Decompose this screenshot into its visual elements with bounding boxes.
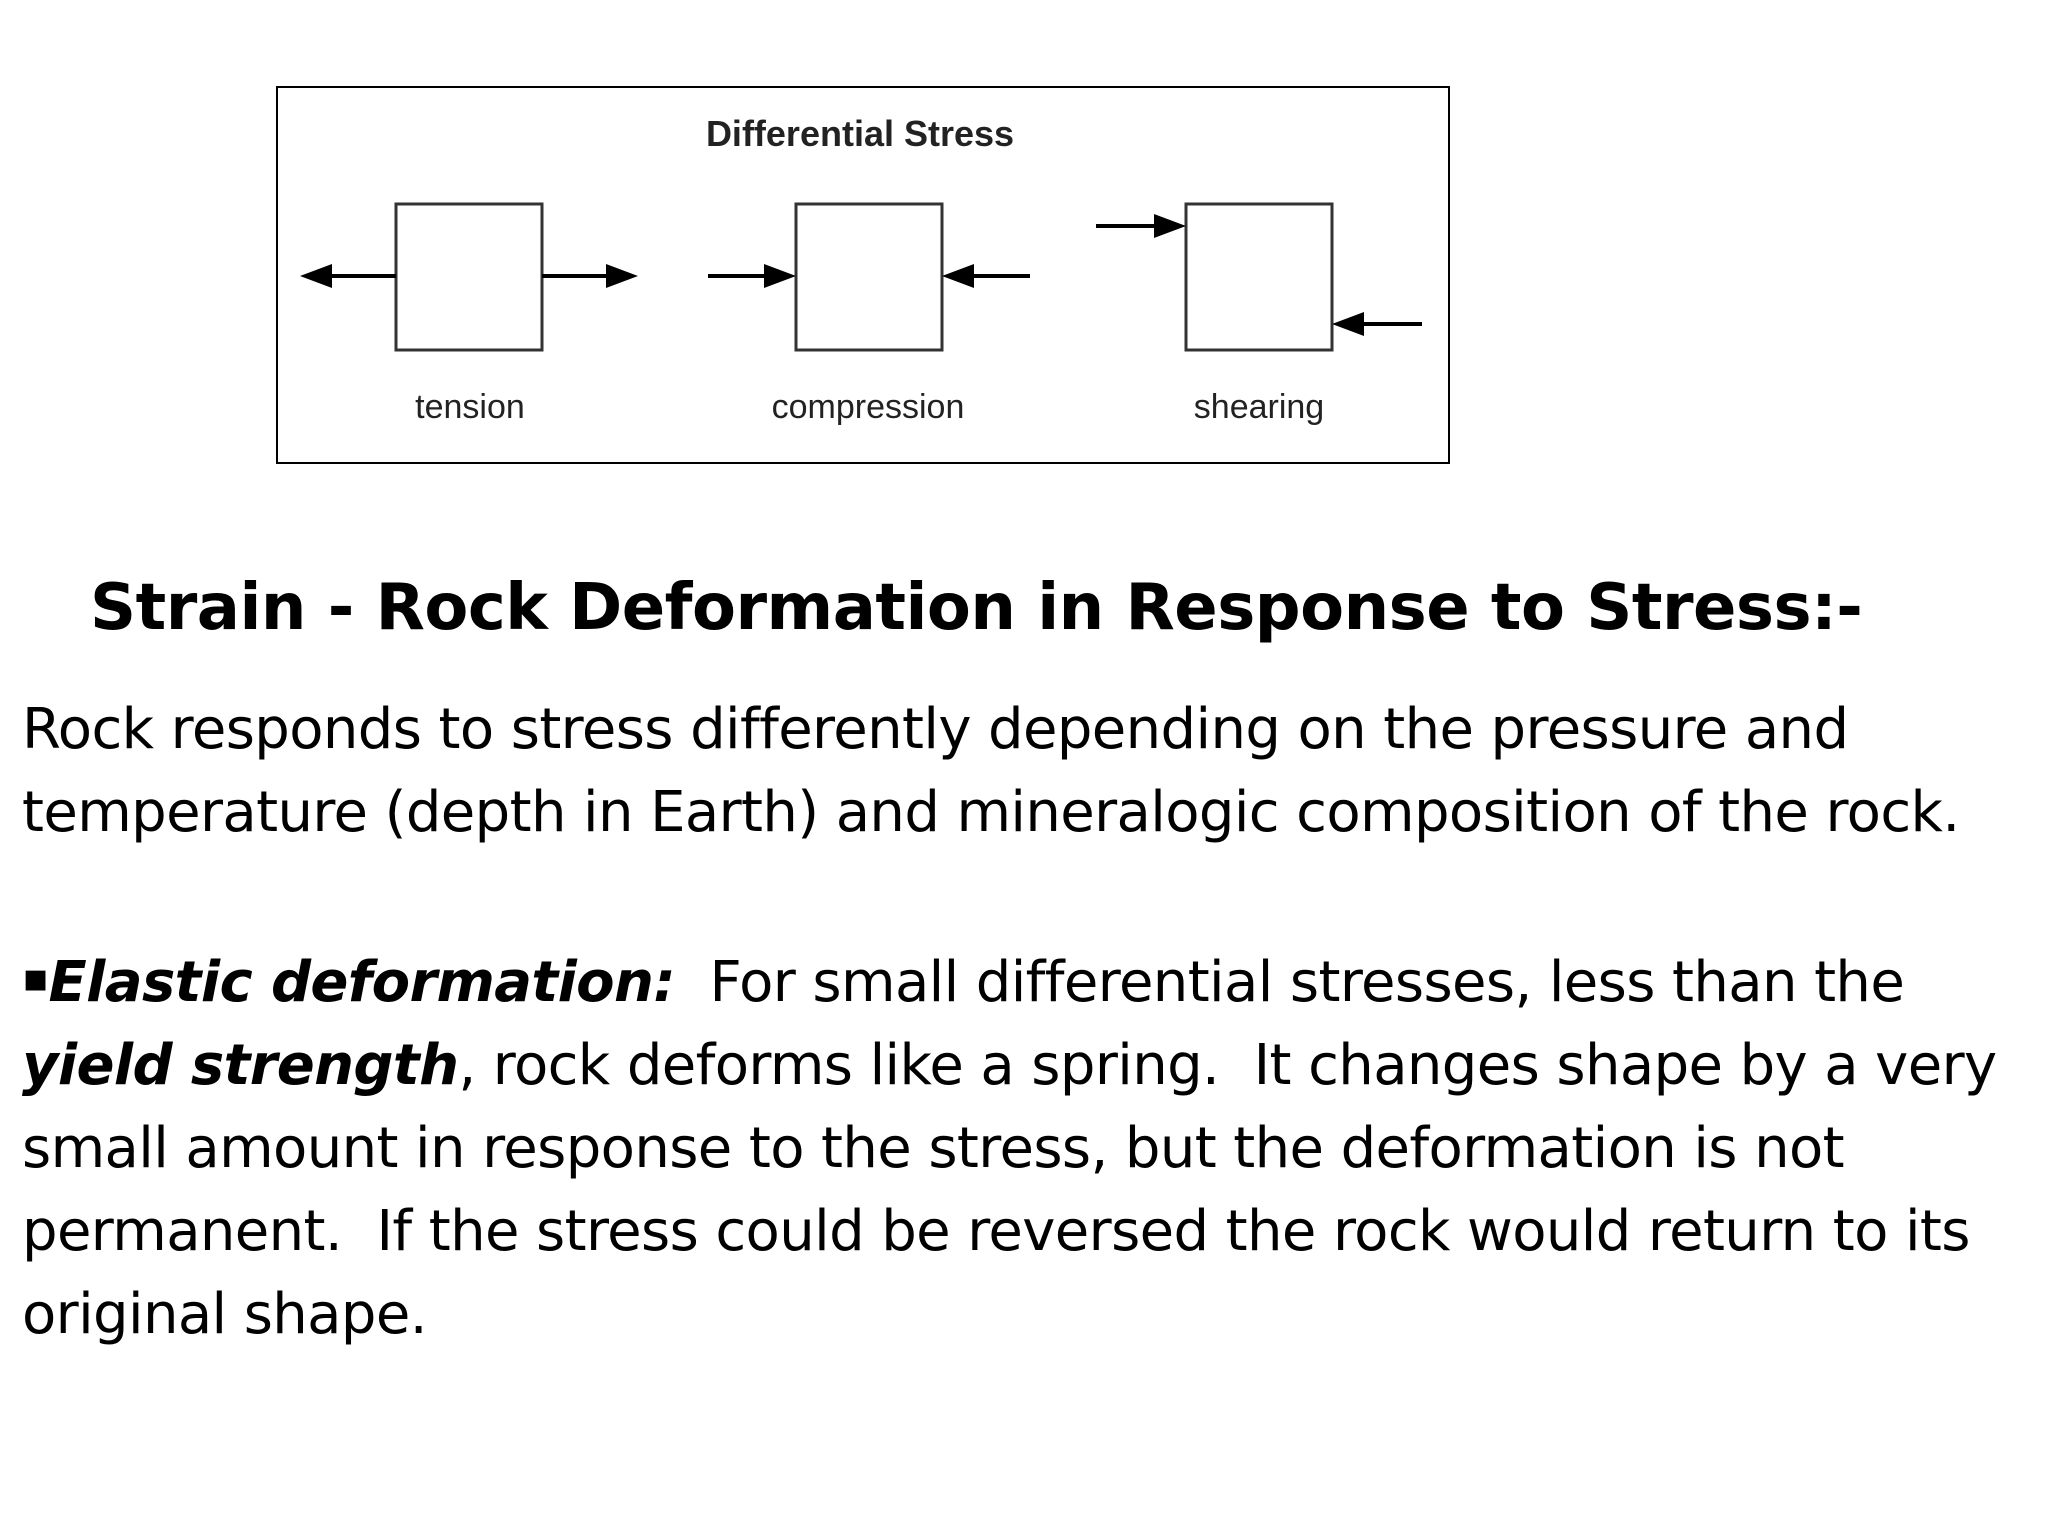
compression-left-arrow xyxy=(708,264,796,288)
shearing-block xyxy=(1184,202,1334,352)
paragraph-text-a: For small differential stresses, less th… xyxy=(675,950,1922,1015)
intro-paragraph: Rock responds to stress differently depe… xyxy=(22,697,1960,845)
section-heading: Strain - Rock Deformation in Response to… xyxy=(90,571,1863,645)
shearing-top-arrow xyxy=(1096,214,1186,238)
compression-label: compression xyxy=(772,388,965,426)
yield-strength-term: yield strength xyxy=(22,1033,459,1098)
paragraph-text-b: , rock deforms like a spring. It changes… xyxy=(22,1033,2014,1347)
elastic-deformation-term: Elastic deformation: xyxy=(48,950,676,1015)
bullet-marker: ▪ xyxy=(22,955,49,1001)
shearing-bottom-arrow xyxy=(1332,312,1422,336)
compression-right-arrow xyxy=(942,264,1030,288)
tension-label: tension xyxy=(415,388,525,426)
tension-right-arrow xyxy=(542,264,638,288)
figure-title: Differential Stress xyxy=(706,113,1014,154)
compression-block xyxy=(794,202,944,352)
stress-diagram: Differential Stress tension co xyxy=(300,113,1422,426)
elastic-deformation-paragraph: ▪Elastic deformation: For small differen… xyxy=(22,937,2032,1356)
differential-stress-figure: Differential Stress tension co xyxy=(276,86,1450,464)
shearing-label: shearing xyxy=(1194,388,1324,426)
tension-block xyxy=(394,202,544,352)
tension-left-arrow xyxy=(300,264,396,288)
